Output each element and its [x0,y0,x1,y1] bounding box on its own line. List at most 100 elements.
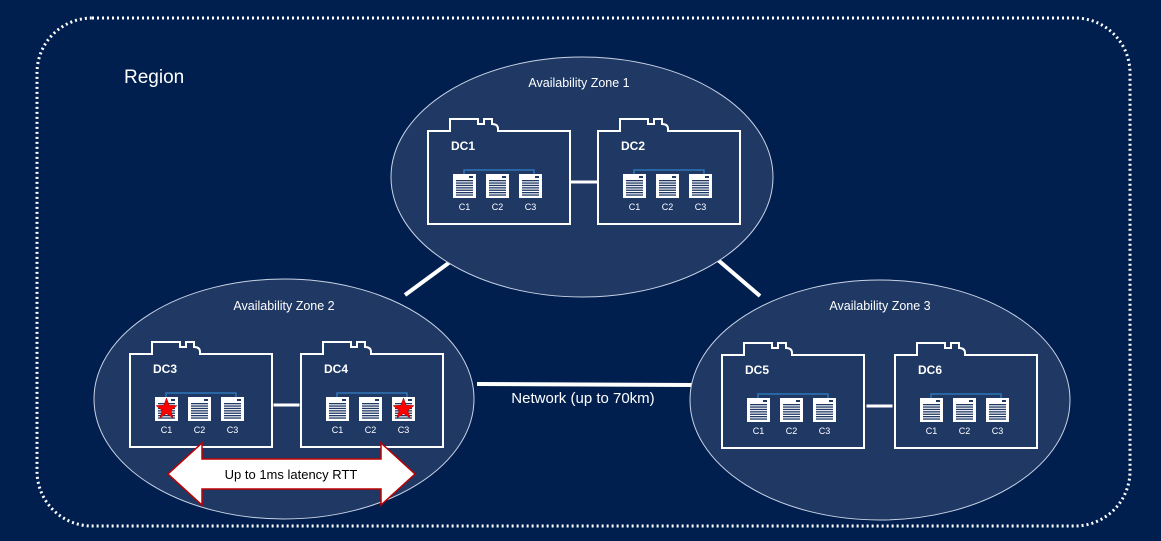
server-slot-line [750,406,767,408]
server-slot-line [659,184,676,187]
network-label: Network (up to 70km) [511,390,654,407]
latency-arrow: Up to 1ms latency RTT [166,441,417,507]
dc1-building-outline [427,118,571,225]
server-slot-line [989,406,1006,408]
server-slot-line [158,417,175,419]
region-boundary [35,16,1132,528]
cluster-label: C3 [398,425,410,435]
server-slot-line [522,182,539,184]
server-led-icon [204,399,208,401]
server-slot-line [659,187,676,189]
server-slot-line [329,410,346,412]
dc3-label: DC3 [153,362,177,376]
dc2-cluster-c2: C2 [656,174,679,212]
dc3-cluster-c1: C1 [155,397,178,435]
dc4-cluster-c3: C3 [392,397,415,435]
dc1-cluster-c3: C3 [519,174,542,212]
server-slot-line [750,408,767,411]
cluster-label: C1 [332,425,344,435]
cluster-label: C2 [662,202,674,212]
server-slot-line [456,187,473,189]
server-slot-line [783,411,800,413]
server-slot-line [659,194,676,196]
server-slot-line [956,411,973,413]
server-slot-line [191,410,208,412]
dc5-label: DC5 [745,363,769,377]
server-slot-line [956,406,973,408]
server-led-icon [171,399,175,401]
server-slot-line [224,415,241,417]
server-slot-line [692,189,709,191]
dc4-cluster-link [336,392,408,397]
server-led-icon [502,176,506,178]
server-slot-line [659,182,676,184]
server-slot-line [489,182,506,184]
server-slot-line [362,407,379,410]
server-slot-line [692,184,709,187]
dc6-building-outline [894,342,1038,449]
server-slot-line [362,405,379,407]
star-icon [392,397,415,419]
server-slot-line [362,415,379,417]
server-led-icon [829,400,833,402]
server-led-icon [237,399,241,401]
server-slot-line [626,189,643,191]
server-slot-line [224,403,241,405]
server-slot-line [923,406,940,408]
dc4-cluster-c2: C2 [359,397,382,435]
server-slot-line [224,412,241,414]
server-slot-line [956,413,973,415]
link-az1-az3 [716,258,762,298]
server-slot-line [626,187,643,189]
server-slot-line [489,180,506,182]
server-led-icon [796,400,800,402]
dc5-building-outline [721,342,865,449]
zone-label: Availability Zone 3 [829,299,930,313]
server-slot-line [626,180,643,182]
server-led-icon [763,400,767,402]
server-slot-line [956,416,973,418]
server-slot-line [224,417,241,419]
server-slot-line [692,180,709,182]
cluster-label: C2 [786,426,798,436]
cluster-label: C1 [459,202,471,212]
server-slot-line [489,194,506,196]
server-slot-line [783,418,800,420]
server-slot-line [989,404,1006,406]
dc3-cluster-c3: C3 [221,397,244,435]
dc6-label: DC6 [918,363,942,377]
server-slot-line [923,418,940,420]
server-slot-line [191,405,208,407]
server-slot-line [750,418,767,420]
server-slot-line [522,189,539,191]
link-az2-az3 [476,382,695,387]
server-slot-line [816,411,833,413]
server-slot-line [522,187,539,189]
dc6-cluster-c3: C3 [986,398,1009,436]
server-slot-line [816,416,833,418]
server-slot-line [362,410,379,412]
server-slot-line [923,416,940,418]
cluster-label: C1 [161,425,173,435]
cluster-label: C1 [753,426,765,436]
server-slot-line [191,412,208,414]
server-led-icon [469,176,473,178]
cluster-label: C2 [959,426,971,436]
server-slot-line [692,187,709,189]
server-slot-line [750,411,767,413]
dc2-cluster-c3: C3 [689,174,712,212]
server-slot-line [626,194,643,196]
server-slot-line [989,413,1006,415]
server-slot-line [659,192,676,194]
server-led-icon [408,399,412,401]
dc5-cluster-c1: C1 [747,398,770,436]
server-slot-line [362,417,379,419]
dc1-cluster-link [463,169,535,174]
server-slot-line [456,180,473,182]
server-slot-line [956,418,973,420]
server-slot-line [956,408,973,411]
star-icon [155,397,178,419]
